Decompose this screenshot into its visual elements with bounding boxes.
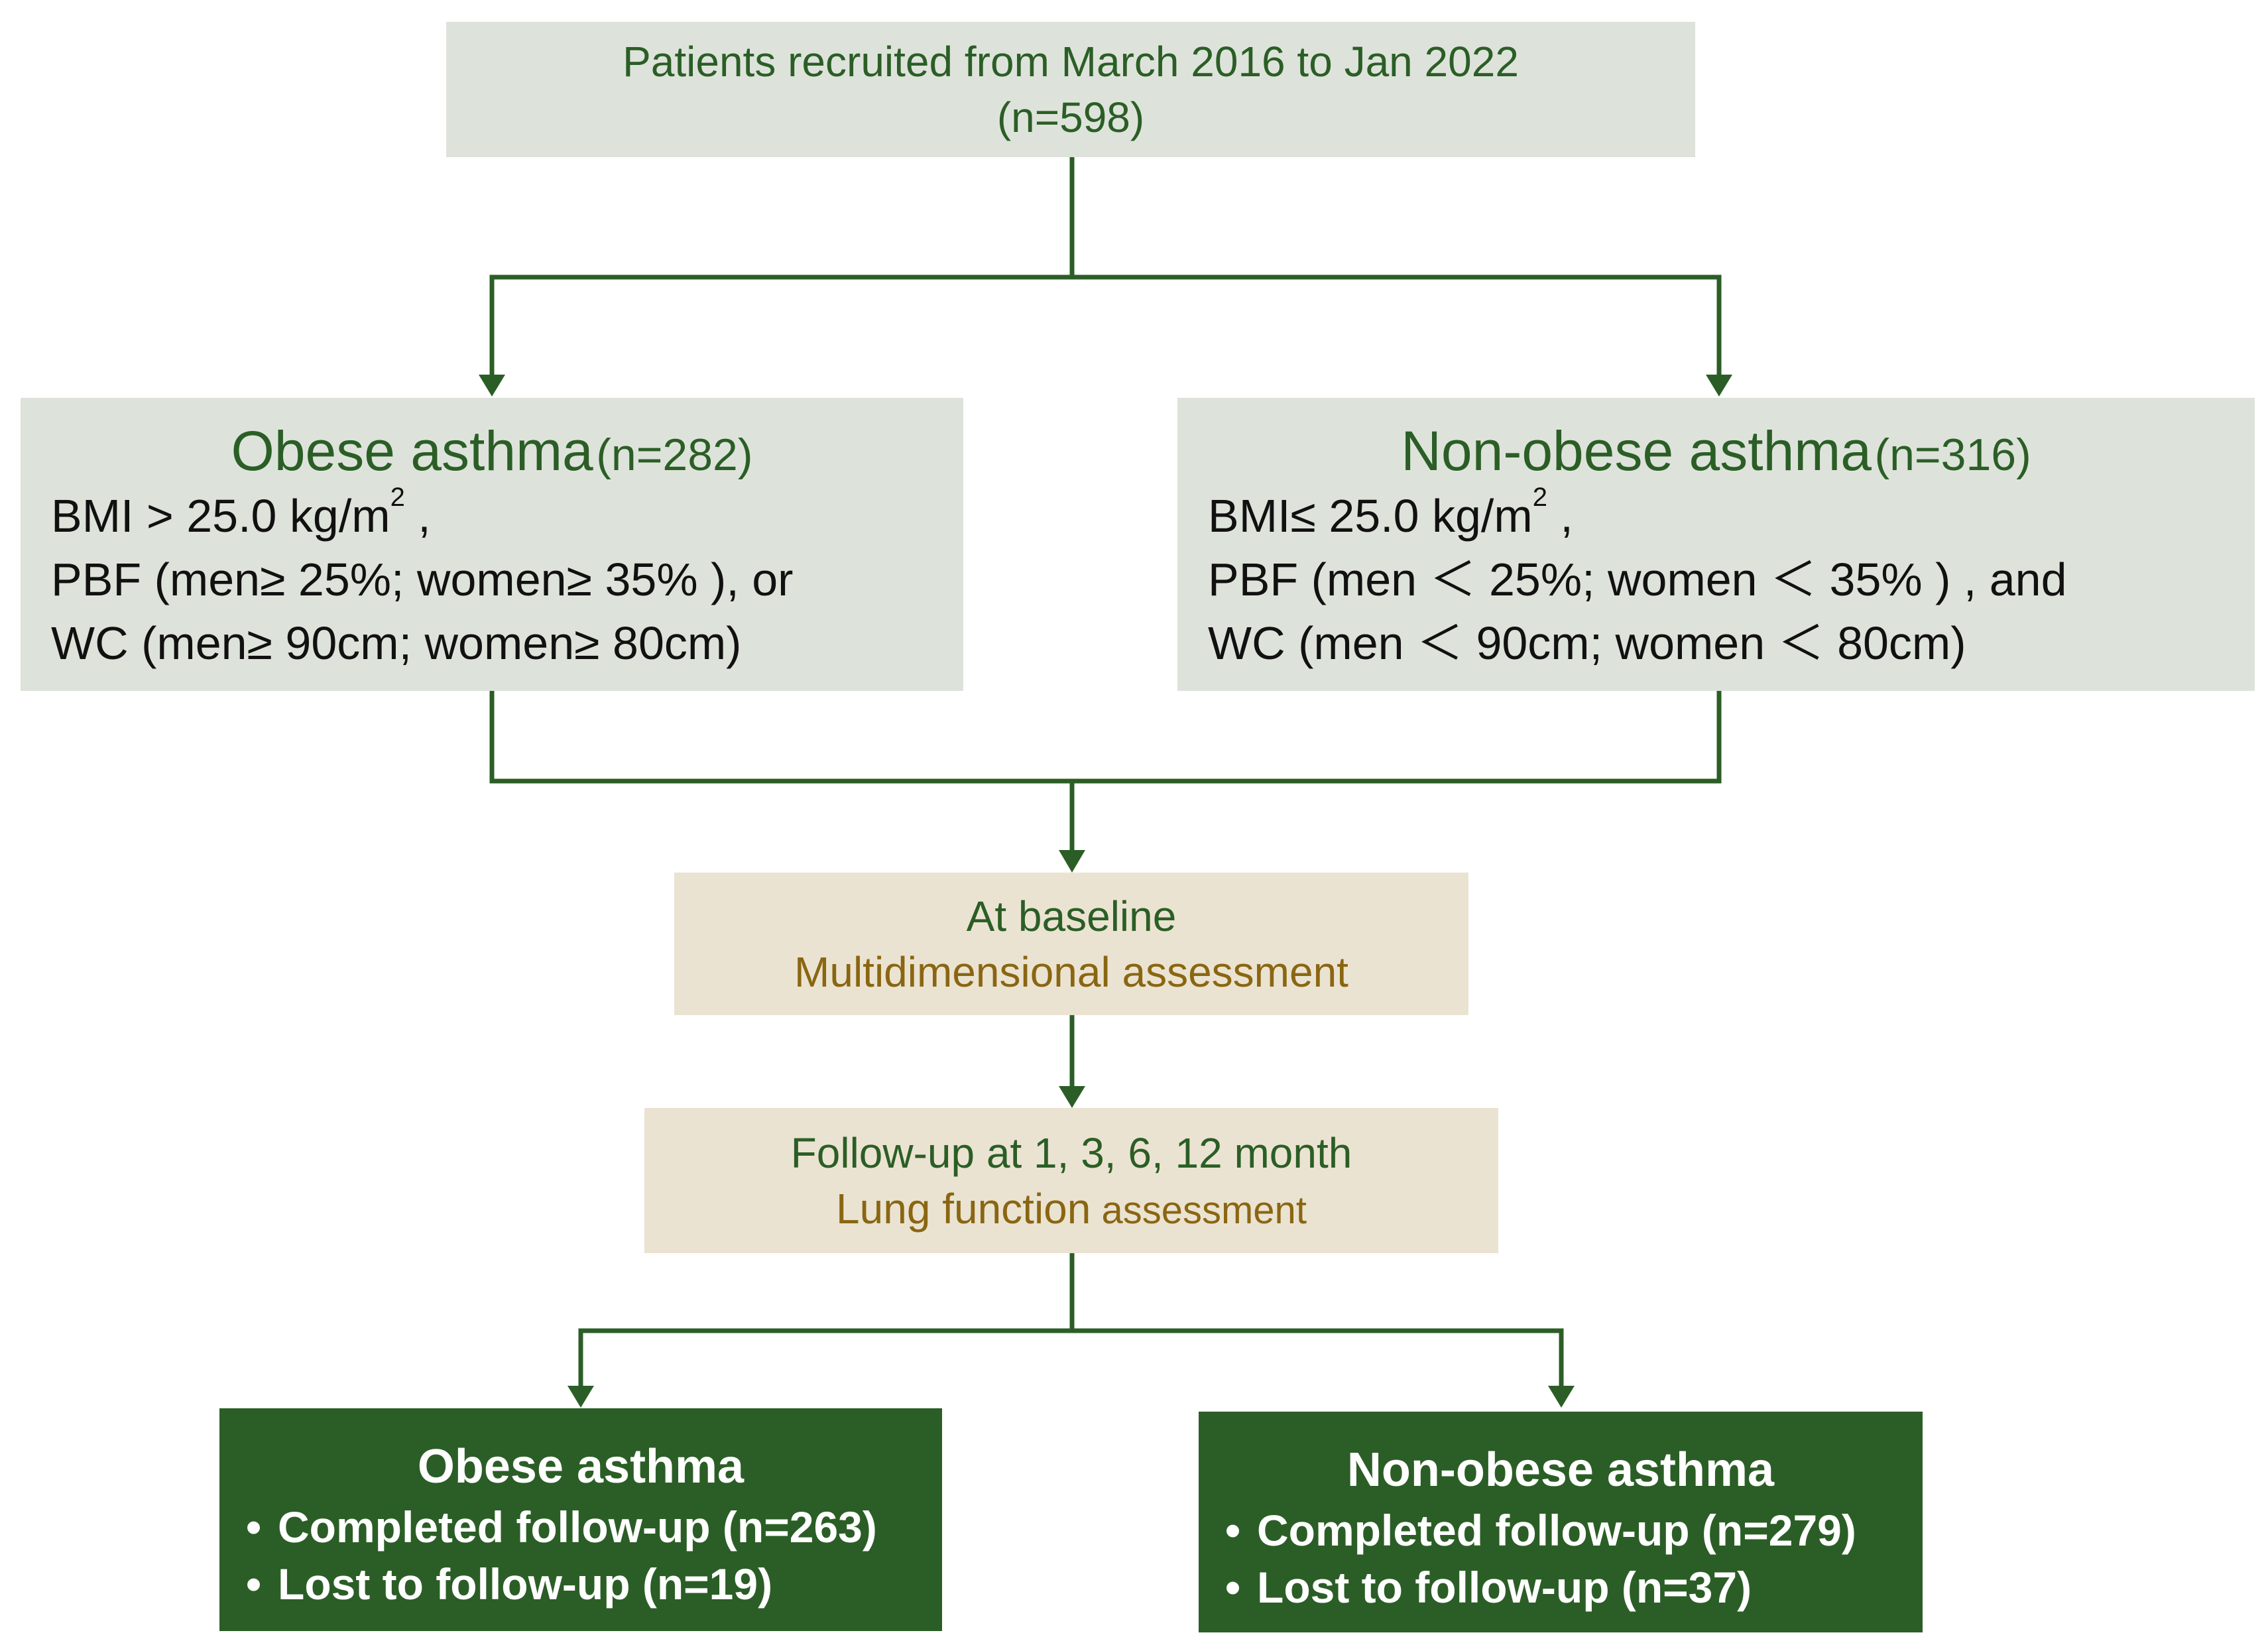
outcome-obese-box: Obese asthma Completed follow-up (n=263)… [219, 1408, 942, 1631]
arrowhead-nonobese [1706, 375, 1732, 396]
outcome-nonobese-list: Completed follow-up (n=279) Lost to foll… [1199, 1502, 1923, 1616]
obese-count: (n=282) [596, 430, 753, 480]
obese-criteria-box: Obese asthma (n=282) BMI > 25.0 kg/m2 , … [21, 398, 963, 691]
nonobese-wc: WC (men ＜ 90cm; women ＜ 80cm) [1208, 617, 1966, 669]
outcome-nonobese-box: Non-obese asthma Completed follow-up (n=… [1199, 1412, 1923, 1632]
followup-subtitle: Lung function assessment [836, 1181, 1307, 1237]
obese-pbf: PBF (men≥ 25%; women≥ 35% ), or [51, 554, 794, 605]
nonobese-title: Non-obese asthma [1401, 420, 1872, 482]
arrowhead-baseline [1059, 850, 1085, 873]
arrowhead-outcome-nonobese [1548, 1386, 1575, 1408]
obese-criteria-heading: Obese asthma (n=282) [21, 418, 963, 484]
obese-bmi-sup: 2 [390, 483, 405, 512]
connector-merge [489, 688, 1722, 858]
nonobese-bmi-sup: 2 [1532, 483, 1547, 512]
nonobese-count: (n=316) [1874, 430, 2031, 480]
obese-bmi-suffix: , [404, 490, 431, 542]
arrowhead-obese [479, 375, 505, 396]
baseline-subtitle: Multidimensional assessment [794, 947, 1348, 996]
list-item: Completed follow-up (n=279) [1199, 1502, 1923, 1559]
obese-bmi-text: BMI > 25.0 kg/m [51, 490, 390, 542]
recruitment-box: Patients recruited from March 2016 to Ja… [446, 22, 1695, 157]
arrowhead-outcome-obese [567, 1386, 594, 1408]
followup-subtitle-main: Lung function [836, 1184, 1091, 1233]
obese-title: Obese asthma [231, 420, 593, 482]
nonobese-bmi-text: BMI≤ 25.0 kg/m [1208, 490, 1533, 542]
nonobese-bmi-suffix: , [1547, 490, 1573, 542]
nonobese-bmi: BMI≤ 25.0 kg/m2 , [1208, 484, 2255, 548]
followup-box: Follow-up at 1, 3, 6, 12 month Lung func… [644, 1108, 1498, 1253]
nonobese-criteria-box: Non-obese asthma (n=316) BMI≤ 25.0 kg/m2… [1177, 398, 2255, 691]
baseline-title: At baseline [966, 892, 1177, 940]
list-item: Lost to follow-up (n=19) [219, 1555, 942, 1613]
obese-wc: WC (men≥ 90cm; women≥ 80cm) [51, 617, 742, 669]
nonobese-criteria-heading: Non-obese asthma (n=316) [1177, 418, 2255, 484]
list-item: Lost to follow-up (n=37) [1199, 1559, 1923, 1616]
followup-title: Follow-up at 1, 3, 6, 12 month [790, 1128, 1352, 1177]
obese-bmi: BMI > 25.0 kg/m2 , [51, 484, 963, 548]
baseline-box: At baseline Multidimensional assessment [674, 873, 1468, 1015]
outcome-nonobese-title: Non-obese asthma [1346, 1443, 1775, 1496]
list-item: Completed follow-up (n=263) [219, 1498, 942, 1555]
connector-top-split [489, 154, 1722, 377]
nonobese-pbf: PBF (men ＜ 25%; women ＜ 35% ) , and [1208, 554, 2067, 605]
outcome-obese-title: Obese asthma [417, 1440, 745, 1493]
connector-outcome-split [578, 1250, 1564, 1388]
followup-subtitle-rest: assessment [1091, 1188, 1307, 1232]
recruitment-count: (n=598) [996, 93, 1145, 141]
outcome-obese-list: Completed follow-up (n=263) Lost to foll… [219, 1498, 942, 1613]
arrowhead-followup [1059, 1086, 1085, 1108]
recruitment-title: Patients recruited from March 2016 to Ja… [623, 38, 1519, 86]
